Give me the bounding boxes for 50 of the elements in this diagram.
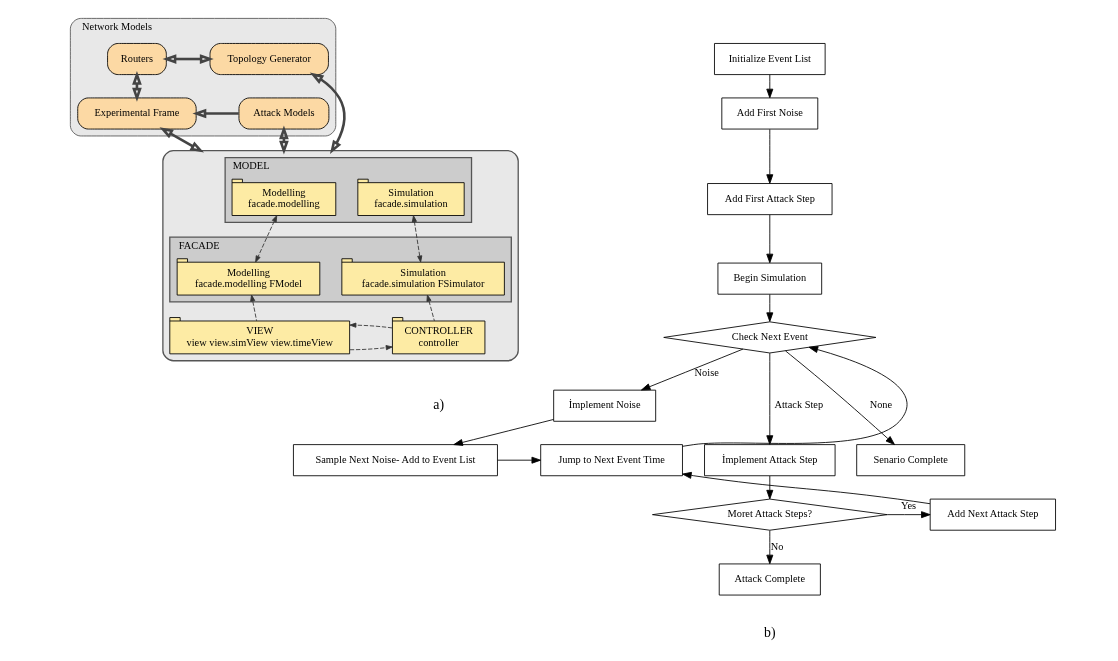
node-box: Senario Complete bbox=[855, 444, 965, 477]
arrow bbox=[309, 72, 346, 154]
arrow bbox=[249, 294, 257, 322]
edge-label: No bbox=[770, 540, 783, 552]
label: a) bbox=[432, 397, 444, 412]
arrow bbox=[158, 127, 204, 153]
node-box: Attack Models bbox=[238, 97, 329, 130]
arrow bbox=[452, 419, 554, 446]
label: b) bbox=[763, 625, 776, 641]
arrow bbox=[765, 214, 773, 264]
arrow bbox=[278, 125, 289, 155]
arrow bbox=[784, 350, 895, 445]
node-box: Add First Noise bbox=[720, 97, 818, 130]
edge-label: Attack Step bbox=[773, 399, 823, 411]
node-box: Initialize Event List bbox=[713, 43, 826, 76]
arrow bbox=[765, 294, 773, 322]
edge-label: None bbox=[869, 399, 892, 411]
arrow bbox=[496, 456, 541, 464]
arrow bbox=[681, 471, 930, 505]
cluster bbox=[161, 150, 519, 362]
arrow bbox=[765, 475, 773, 500]
node-box: İmplement Noise bbox=[552, 389, 656, 422]
arrow bbox=[191, 108, 239, 119]
node-box: Sample Next Noise- Add to Event List bbox=[292, 444, 498, 477]
node-box: Experimental Frame bbox=[76, 97, 197, 130]
node-box: Topology Generator bbox=[209, 43, 329, 76]
edge-label: Noise bbox=[694, 366, 719, 378]
arrow bbox=[765, 352, 773, 445]
arrow bbox=[765, 128, 773, 184]
node-box: Add First Attack Step bbox=[706, 183, 832, 216]
arrow bbox=[886, 511, 931, 519]
arrow bbox=[161, 54, 214, 64]
arrow bbox=[640, 348, 743, 391]
arrow bbox=[681, 346, 907, 447]
node-box: Jump to Next Event Time bbox=[539, 444, 683, 477]
node-box: Attack Complete bbox=[718, 563, 821, 596]
edge-label: Yes bbox=[900, 500, 916, 512]
node-box: Begin Simulation bbox=[717, 262, 822, 295]
arrow bbox=[348, 345, 393, 351]
arrow bbox=[348, 322, 393, 329]
node-diamond: Moret Attack Steps? bbox=[651, 498, 888, 531]
arrow bbox=[411, 215, 422, 263]
arrow bbox=[765, 530, 773, 565]
arrow bbox=[426, 294, 435, 322]
node-box: Add Next Attack Step bbox=[929, 498, 1056, 531]
arrow bbox=[254, 215, 277, 263]
node-box: Routers bbox=[106, 43, 167, 76]
arrow bbox=[131, 70, 142, 102]
arrow bbox=[765, 74, 773, 99]
node-box: İmplement Attack Step bbox=[703, 444, 835, 477]
